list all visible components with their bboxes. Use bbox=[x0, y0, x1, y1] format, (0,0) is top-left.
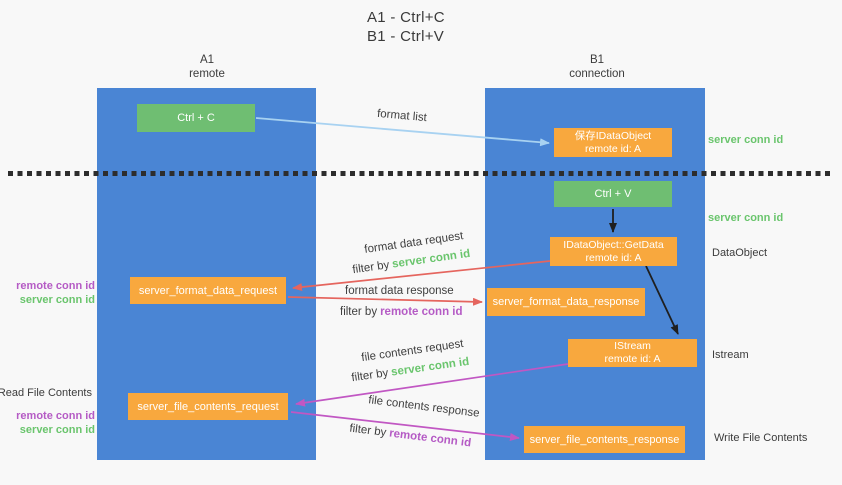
title-line-1: A1 - Ctrl+C bbox=[367, 9, 445, 26]
label-server-conn-id-left-bottom: server conn id bbox=[19, 424, 95, 436]
node-file-request-label: server_file_contents_request bbox=[137, 400, 279, 413]
label-write-file-contents: Write File Contents bbox=[714, 432, 808, 444]
filter-by-text: filter by bbox=[340, 306, 378, 318]
label-server-conn-id-left-top: server conn id bbox=[19, 294, 95, 306]
node-save-idataobject: 保存IDataObject remote id: A bbox=[554, 128, 672, 157]
server-conn-id-text: server conn id bbox=[390, 355, 470, 379]
node-getdata-line1: IDataObject::GetData bbox=[563, 238, 664, 251]
label-remote-conn-id-left-top: remote conn id bbox=[16, 280, 95, 292]
label-left-conn-ids-top: remote conn id server conn id bbox=[16, 279, 95, 307]
node-istream-line2: remote id: A bbox=[604, 353, 661, 365]
lane-a-header: A1 remote bbox=[147, 53, 267, 81]
node-ctrl-c-label: Ctrl + C bbox=[177, 112, 215, 124]
lane-a-subtitle: remote bbox=[189, 68, 225, 80]
node-ctrl-v-label: Ctrl + V bbox=[594, 188, 632, 200]
edge-label-format-list: format list bbox=[376, 107, 428, 125]
node-istream: IStream remote id: A bbox=[568, 339, 697, 367]
label-istream: Istream bbox=[712, 349, 749, 361]
edge-label-format-data-response: format data response bbox=[345, 285, 454, 297]
label-server-conn-id-mid: server conn id bbox=[708, 212, 784, 224]
node-save-idataobject-line1: 保存IDataObject bbox=[574, 129, 652, 142]
lane-a-name: A1 bbox=[199, 54, 215, 66]
label-server-conn-id-top: server conn id bbox=[708, 134, 784, 146]
phase-separator-dotted-line bbox=[8, 171, 834, 176]
node-istream-line1: IStream bbox=[614, 340, 651, 352]
node-file-response-label: server_file_contents_response bbox=[529, 433, 680, 446]
edge-label-file-contents-response: file contents response bbox=[367, 394, 481, 420]
node-ctrl-v: Ctrl + V bbox=[554, 181, 672, 207]
lane-b-name: B1 bbox=[589, 54, 605, 66]
node-server-format-data-request: server_format_data_request bbox=[130, 277, 286, 304]
label-left-conn-ids-bottom: remote conn id server conn id bbox=[16, 409, 95, 437]
node-server-file-contents-request: server_file_contents_request bbox=[128, 393, 288, 420]
label-dataobject: DataObject bbox=[712, 247, 768, 259]
title-line-2: B1 - Ctrl+V bbox=[367, 28, 445, 45]
lane-b-header: B1 connection bbox=[537, 53, 657, 81]
node-getdata-line2: remote id: A bbox=[585, 251, 642, 264]
arrow-format-data-response bbox=[287, 296, 483, 306]
node-ctrl-c: Ctrl + C bbox=[137, 104, 255, 132]
node-format-request-label: server_format_data_request bbox=[138, 284, 278, 297]
remote-conn-id-text: remote conn id bbox=[380, 306, 463, 318]
filter-by-text: filter by bbox=[351, 259, 391, 277]
diagram-title: A1 - Ctrl+C B1 - Ctrl+V bbox=[367, 8, 445, 46]
label-remote-conn-id-left-bottom: remote conn id bbox=[16, 410, 95, 422]
label-read-file-contents: Read File Contents bbox=[0, 387, 92, 399]
node-server-format-data-response: server_format_data_response bbox=[487, 288, 645, 316]
remote-conn-id-text: remote conn id bbox=[388, 427, 472, 450]
server-conn-id-text: server conn id bbox=[391, 247, 471, 271]
node-format-response-label: server_format_data_response bbox=[492, 296, 640, 308]
filter-by-text: filter by bbox=[350, 367, 390, 385]
node-server-file-contents-response: server_file_contents_response bbox=[524, 426, 685, 453]
filter-by-text: filter by bbox=[348, 422, 387, 440]
node-save-idataobject-line2: remote id: A bbox=[584, 142, 642, 155]
lane-b-subtitle: connection bbox=[569, 68, 625, 80]
node-idataobject-getdata: IDataObject::GetData remote id: A bbox=[550, 237, 677, 266]
